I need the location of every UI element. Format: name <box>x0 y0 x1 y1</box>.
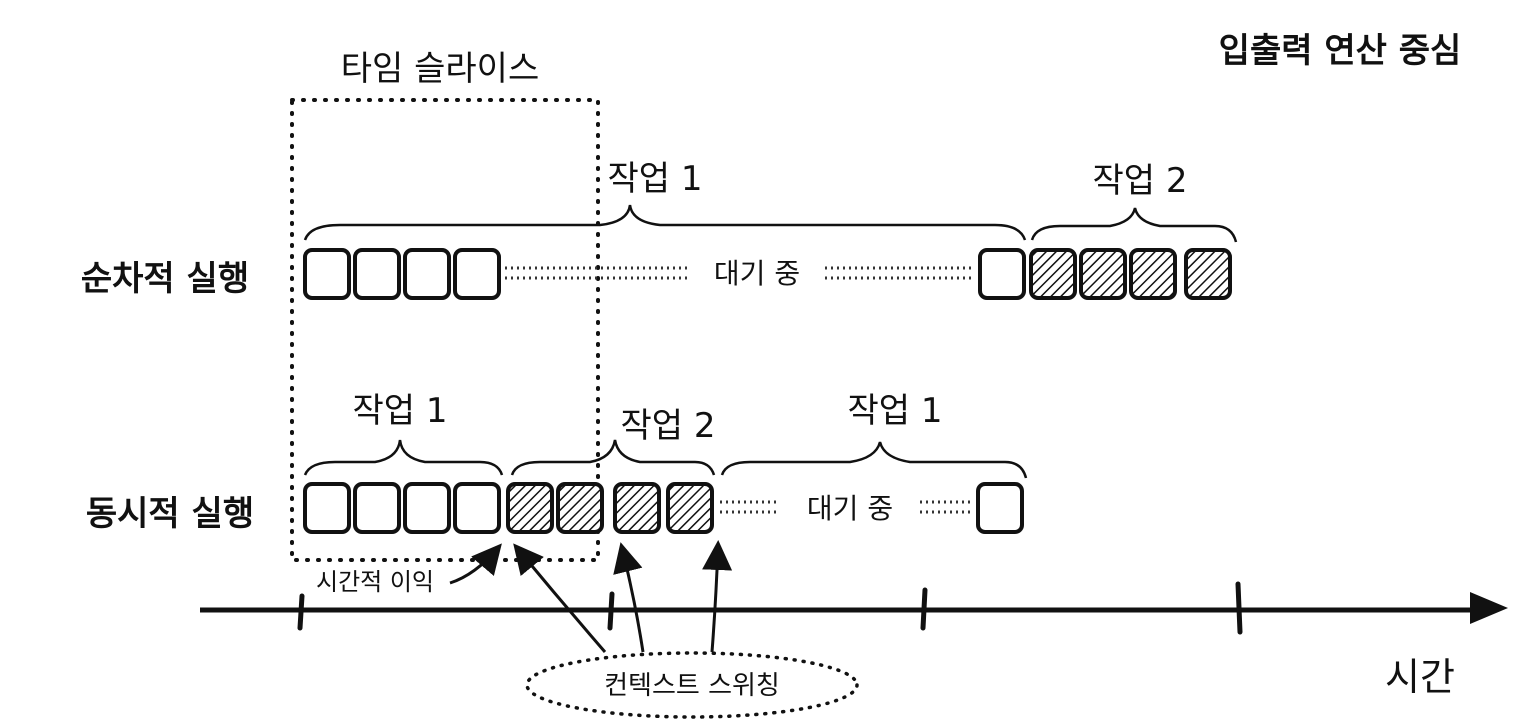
time-slice-box <box>290 98 600 562</box>
task2-block <box>666 482 714 534</box>
sequential-blocks <box>303 248 1232 300</box>
axis-tick <box>920 587 928 631</box>
context-switch-label: 컨텍스트 스위칭 <box>604 671 780 701</box>
task2-block <box>556 482 604 534</box>
task2-block <box>1129 248 1177 300</box>
brace-con-task1 <box>303 439 504 476</box>
axis-tick <box>607 591 615 631</box>
task2-block <box>1029 248 1077 300</box>
task1-block <box>453 248 501 300</box>
task1-block <box>453 482 501 534</box>
task1-block <box>978 248 1026 300</box>
context-switch-ellipse <box>525 651 859 719</box>
con-task2-label: 작업 2 <box>621 406 716 446</box>
brace-con-task2 <box>510 439 716 476</box>
context-switch-arrow <box>702 540 733 653</box>
axis-tick <box>297 593 305 631</box>
con-task1b-label: 작업 1 <box>848 391 943 431</box>
axis-tick <box>1235 581 1243 635</box>
con-task1-label: 작업 1 <box>353 391 448 431</box>
task1-block <box>403 248 451 300</box>
task1-block <box>353 248 401 300</box>
concurrent-row-label: 동시적 실행 <box>86 494 254 534</box>
task1-block <box>976 482 1024 534</box>
title: 입출력 연산 중심 <box>1219 31 1462 71</box>
task2-block <box>613 482 661 534</box>
seq-task2-label: 작업 2 <box>1093 161 1188 201</box>
task2-block <box>1184 248 1232 300</box>
task1-block <box>403 482 451 534</box>
axis-ticks <box>297 581 1243 635</box>
task1-block <box>303 482 351 534</box>
time-gain-label: 시간적 이익 <box>316 568 434 596</box>
axis-label: 시간 <box>1385 655 1455 699</box>
task2-block <box>506 482 554 534</box>
time-slice-label: 타임 슬라이스 <box>341 49 540 89</box>
brace-seq-task1 <box>303 204 1027 241</box>
task1-block <box>303 248 351 300</box>
context-switch-arrow <box>513 543 607 653</box>
task1-block <box>353 482 401 534</box>
task2-block <box>1079 248 1127 300</box>
time-axis-arrowhead <box>1470 592 1508 624</box>
brace-con-task1b <box>720 441 1028 479</box>
brace-seq-task2 <box>1030 207 1238 243</box>
context-switch-arrow <box>613 542 645 653</box>
concurrent-blocks <box>303 482 1024 534</box>
con-waiting-label: 대기 중 <box>807 492 893 525</box>
sequential-row-label: 순차적 실행 <box>81 259 249 299</box>
seq-waiting-label: 대기 중 <box>714 257 800 290</box>
seq-task1-label: 작업 1 <box>608 159 703 199</box>
time-gain-arrow <box>449 543 502 585</box>
